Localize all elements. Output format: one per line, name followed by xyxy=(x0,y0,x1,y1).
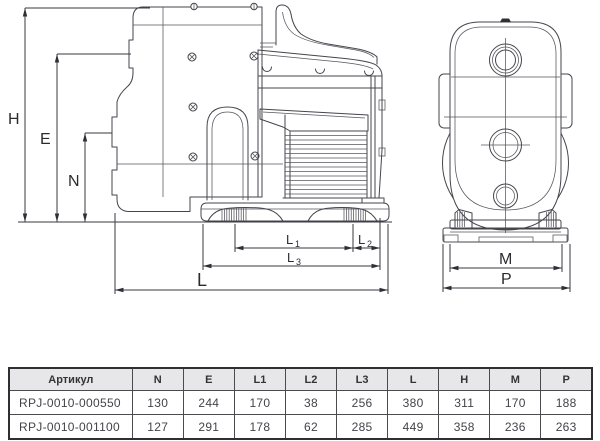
svg-text:3: 3 xyxy=(296,257,301,267)
carry-handle xyxy=(260,4,378,65)
cell-p: 263 xyxy=(540,414,593,440)
svg-text:L: L xyxy=(358,232,365,247)
pump-dimension-diagram: H E N L 1 L 2 L 3 L M P xyxy=(8,2,573,294)
table-header-row: Артикул N E L1 L2 L3 L H M P xyxy=(8,367,593,391)
front-view xyxy=(438,18,573,243)
dimension-arrows xyxy=(22,8,570,293)
motor-support xyxy=(361,75,385,204)
cell-l2: 62 xyxy=(284,414,338,440)
col-header-h: H xyxy=(438,367,491,391)
drain-port xyxy=(493,183,518,209)
dim-label-l3: L 3 xyxy=(287,250,301,267)
dimension-lines: H E N L 1 L 2 L 3 L M P xyxy=(8,7,571,294)
cell-m: 170 xyxy=(489,390,542,415)
col-header-artikul: Артикул xyxy=(8,367,133,391)
dim-label-l2: L 2 xyxy=(358,232,372,249)
table-row: RPJ-0010-001100 127 291 178 62 285 449 3… xyxy=(8,414,593,440)
face-screw-icons xyxy=(187,51,260,162)
col-header-l2: L2 xyxy=(284,367,338,391)
col-header-p: P xyxy=(540,367,593,391)
dim-label-l1: L 1 xyxy=(286,232,300,249)
cell-e: 244 xyxy=(182,390,235,415)
cell-l2: 38 xyxy=(284,390,338,415)
front-body xyxy=(444,18,567,233)
col-header-n: N xyxy=(131,367,184,391)
spec-table: Артикул N E L1 L2 L3 L H M P RPJ-0010-00… xyxy=(8,367,593,440)
col-header-l3: L3 xyxy=(336,367,389,391)
col-header-l1: L1 xyxy=(233,367,286,391)
side-view xyxy=(111,2,390,222)
cell-n: 130 xyxy=(131,390,184,415)
cell-artikul: RPJ-0010-000550 xyxy=(8,390,133,415)
svg-text:L: L xyxy=(287,250,294,265)
col-header-e: E xyxy=(182,367,235,391)
motor-cover xyxy=(257,49,386,198)
cell-n: 127 xyxy=(131,414,184,440)
cooling-fins xyxy=(259,108,371,199)
cell-l3: 285 xyxy=(336,414,389,440)
dim-label-e: E xyxy=(40,131,51,148)
cell-l1: 178 xyxy=(233,414,286,440)
cell-h: 358 xyxy=(438,414,491,440)
support-shroud xyxy=(206,106,249,201)
svg-text:L: L xyxy=(286,232,293,247)
dim-label-n: N xyxy=(68,173,80,190)
table-row: RPJ-0010-000550 130 244 170 38 256 380 3… xyxy=(8,390,593,415)
cell-artikul: RPJ-0010-001100 xyxy=(8,414,133,440)
top-notch xyxy=(500,18,511,22)
dim-label-p: P xyxy=(501,271,512,288)
svg-text:2: 2 xyxy=(367,239,372,249)
dim-label-h: H xyxy=(8,111,20,128)
cell-l: 380 xyxy=(387,390,440,415)
top-screw-icon xyxy=(190,2,258,11)
col-header-m: M xyxy=(489,367,542,391)
cell-e: 291 xyxy=(182,414,235,440)
cell-m: 236 xyxy=(489,414,542,440)
cell-l: 449 xyxy=(387,414,440,440)
front-base xyxy=(442,219,569,243)
col-header-l: L xyxy=(387,367,440,391)
dim-label-l: L xyxy=(197,270,207,290)
cell-l1: 170 xyxy=(233,390,286,415)
cell-p: 188 xyxy=(540,390,593,415)
base-plate xyxy=(200,202,390,222)
svg-text:1: 1 xyxy=(295,239,300,249)
cell-l3: 256 xyxy=(336,390,389,415)
cell-h: 311 xyxy=(438,390,491,415)
dim-label-m: M xyxy=(499,251,512,268)
pump-casing xyxy=(111,2,283,212)
fill-port xyxy=(489,43,522,77)
suction-port xyxy=(481,128,530,162)
